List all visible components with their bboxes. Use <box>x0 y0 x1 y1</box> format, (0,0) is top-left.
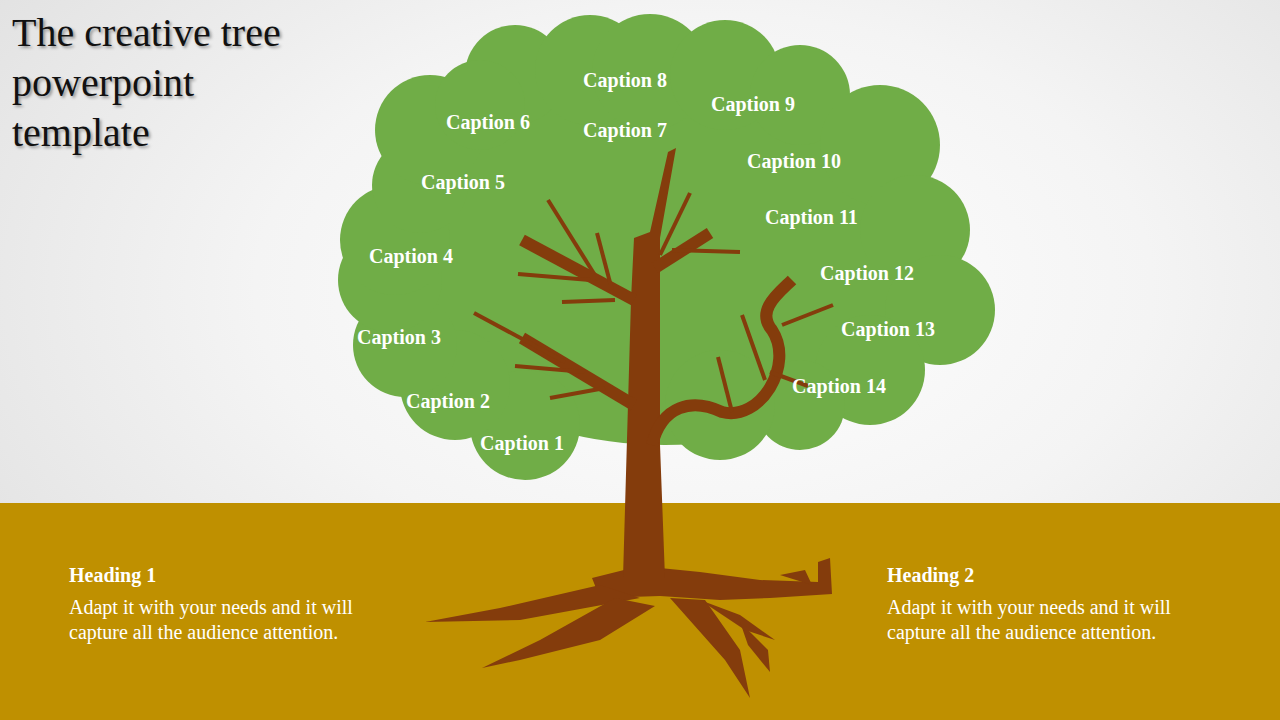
caption-text: Caption 7 <box>583 118 667 142</box>
section-body: Adapt it with your needs and it will cap… <box>887 595 1217 645</box>
caption-text: Caption 10 <box>747 149 841 173</box>
caption-text: Caption 6 <box>446 110 530 134</box>
caption-text: Caption 2 <box>406 389 490 413</box>
caption-text: Caption 3 <box>357 325 441 349</box>
caption-text: Caption 1 <box>480 431 564 455</box>
slide-title: The creative tree powerpoint template <box>12 8 302 158</box>
caption-text: Caption 5 <box>421 170 505 194</box>
caption-text: Caption 8 <box>583 68 667 92</box>
caption-text: Caption 9 <box>711 92 795 116</box>
caption-text: Caption 12 <box>820 261 914 285</box>
section-heading: Heading 1 <box>69 563 156 588</box>
caption-text: Caption 4 <box>369 244 453 268</box>
caption-text: Caption 11 <box>765 205 858 229</box>
section-heading: Heading 2 <box>887 563 974 588</box>
section-body: Adapt it with your needs and it will cap… <box>69 595 399 645</box>
caption-text: Caption 14 <box>792 374 886 398</box>
caption-text: Caption 13 <box>841 317 935 341</box>
